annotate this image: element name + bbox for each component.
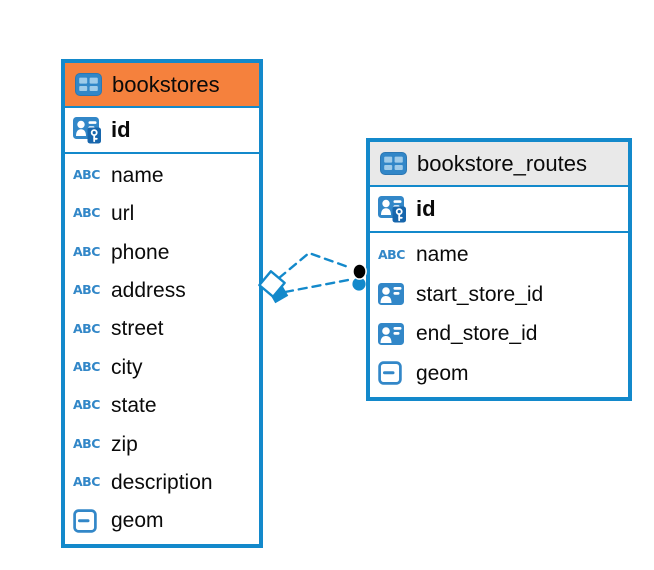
primary-key-icon [378, 195, 408, 223]
relationship-endpoint-diamond[interactable] [258, 270, 286, 298]
column-row-routes-end-store-id[interactable]: end_store_id [370, 314, 628, 354]
column-row-routes-id[interactable]: id [370, 187, 628, 233]
column-row-bookstores-geom[interactable]: geom [65, 501, 259, 541]
geometry-type-icon [378, 361, 408, 385]
column-row-bookstores-street[interactable]: ABC street [65, 309, 259, 349]
column-name: start_store_id [416, 282, 544, 306]
column-name: geom [416, 361, 469, 385]
column-row-bookstores-state[interactable]: ABC state [65, 386, 259, 425]
table-icon [75, 73, 103, 96]
primary-key-icon [73, 116, 103, 144]
column-name: state [111, 394, 157, 418]
table-header-bookstores[interactable]: bookstores [65, 63, 259, 108]
relationship-endpoint-diamond-back[interactable] [267, 282, 289, 304]
text-type-icon: ABC [73, 205, 100, 221]
text-type-icon: ABC [378, 246, 405, 262]
column-row-bookstores-phone[interactable]: ABC phone [65, 232, 259, 272]
text-type-icon: ABC [73, 320, 100, 336]
column-name: name [416, 243, 469, 267]
column-name: end_store_id [416, 322, 538, 346]
column-name: id [111, 117, 131, 142]
column-name: zip [111, 432, 138, 456]
geometry-type-icon [73, 509, 103, 533]
text-type-icon: ABC [73, 358, 100, 374]
relationship-line-upper[interactable] [277, 251, 353, 280]
relationship-endpoint-dot[interactable] [352, 263, 367, 280]
column-name: street [111, 317, 164, 341]
table-title: bookstores [112, 71, 220, 97]
text-type-icon: ABC [73, 282, 100, 298]
text-type-icon: ABC [73, 474, 100, 490]
column-name: geom [111, 509, 164, 533]
table-title: bookstore_routes [417, 150, 587, 176]
table-bookstores[interactable]: bookstores id [61, 59, 263, 548]
text-type-icon: ABC [73, 243, 100, 259]
column-name: url [111, 202, 135, 226]
text-type-icon: ABC [73, 166, 100, 182]
column-row-bookstores-description[interactable]: ABC description [65, 463, 259, 502]
column-row-bookstores-address[interactable]: ABC address [65, 271, 259, 310]
column-name: id [416, 196, 436, 221]
table-header-bookstore-routes[interactable]: bookstore_routes [370, 142, 628, 187]
column-name: city [111, 355, 143, 379]
text-type-icon: ABC [73, 435, 100, 451]
field-list-bookstores: ABC name ABC url ABC phone ABC address A… [65, 154, 259, 544]
column-row-bookstores-city[interactable]: ABC city [65, 348, 259, 387]
relationship-endpoint-dot-back[interactable] [352, 277, 366, 291]
column-row-bookstores-id[interactable]: id [65, 108, 259, 154]
foreign-key-icon [378, 282, 408, 306]
field-list-bookstore-routes: ABC name start_store_id [370, 233, 628, 397]
column-row-routes-start-store-id[interactable]: start_store_id [370, 274, 628, 314]
column-row-routes-name[interactable]: ABC name [370, 235, 628, 275]
text-type-icon: ABC [73, 397, 100, 413]
column-name: description [111, 470, 213, 494]
table-bookstore-routes[interactable]: bookstore_routes id [366, 138, 632, 401]
table-icon [380, 152, 408, 175]
column-row-bookstores-url[interactable]: ABC url [65, 194, 259, 233]
column-name: phone [111, 240, 170, 264]
column-name: address [111, 278, 186, 302]
relationship-line-lower[interactable] [283, 278, 350, 294]
column-name: name [111, 163, 164, 187]
column-row-bookstores-name[interactable]: ABC name [65, 156, 259, 195]
column-row-routes-geom[interactable]: geom [370, 353, 628, 393]
column-row-bookstores-zip[interactable]: ABC zip [65, 424, 259, 464]
foreign-key-icon [378, 322, 408, 346]
